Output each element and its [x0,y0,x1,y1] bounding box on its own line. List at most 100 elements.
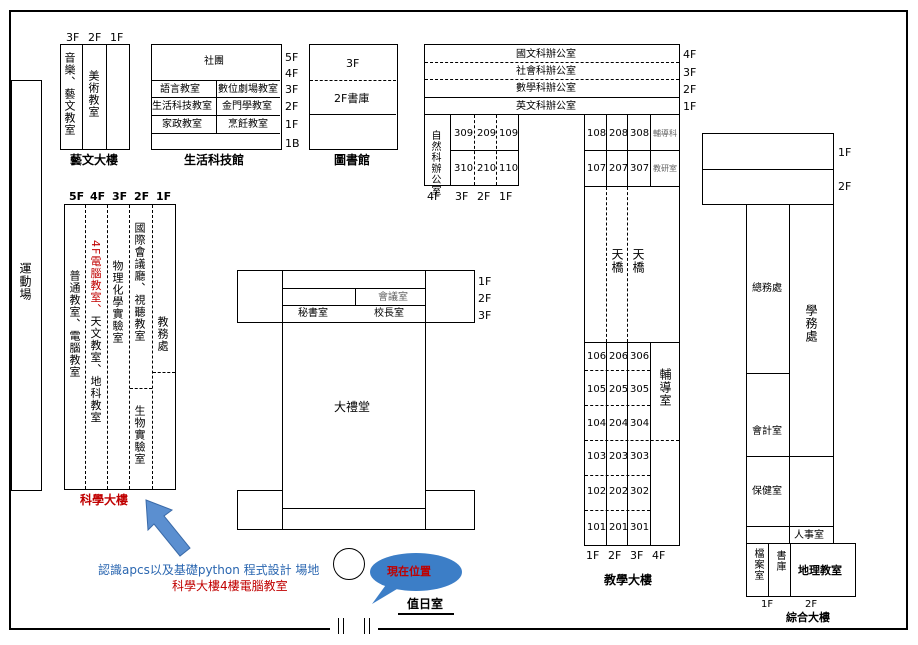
room-106[interactable]: 106 [587,351,607,362]
arrow-icon [145,499,191,557]
art-room[interactable]: 美術教室 [87,70,100,118]
campus-border [9,10,908,630]
academic-affairs-office[interactable]: 教務處 [156,316,169,352]
principal-office[interactable]: 校長室 [374,308,404,319]
general-affairs-office[interactable]: 總務處 [752,283,782,294]
room-201[interactable]: 201 [609,522,629,533]
composite-main[interactable] [746,204,834,544]
chinese-office[interactable]: 國文科辦公室 [516,49,576,60]
room-103[interactable]: 103 [587,451,607,462]
course-note: 認識apcs以及基礎python 程式設計 場地 [98,563,320,577]
arts-building[interactable] [60,44,130,150]
sci-floor-2f: 2F [134,190,150,203]
room-110[interactable]: 110 [499,163,519,174]
course-location-note: 科學大樓4樓電腦教室 [172,579,288,593]
counsel-office[interactable]: 輔導科 [653,129,677,138]
current-location-label: 現在位置 [387,565,431,578]
tower-floor-3f: 3F [630,549,644,562]
room-104[interactable]: 104 [587,418,607,429]
room-308[interactable]: 308 [630,128,650,139]
office-floor-3f: 3F [683,66,697,79]
auditorium-floor-3f: 3F [478,309,492,322]
room-107[interactable]: 107 [587,163,607,174]
sci-floor-5f: 5F [69,190,85,203]
room-310[interactable]: 310 [454,163,474,174]
geography-room[interactable]: 地理教室 [798,564,842,577]
life-floor-5f: 5F [285,51,299,64]
science-building[interactable] [64,204,176,490]
room-105[interactable]: 105 [587,384,607,395]
astronomy-earth-rooms: 天文教室、地科教室 [89,315,102,424]
room-304[interactable]: 304 [630,418,650,429]
life-floor-3f: 3F [285,83,299,96]
nature-office[interactable]: 自然科辦公室 [429,130,440,196]
computer-lab-4f[interactable]: 4F電腦教室、天文教室、地科教室 [89,240,102,423]
sci-floor-4f: 4F [90,190,106,203]
meeting-room[interactable]: 會議室 [378,292,408,303]
room-202[interactable]: 202 [609,486,629,497]
room-306[interactable]: 306 [630,351,650,362]
bio-lab[interactable]: 生物實驗室 [133,405,146,465]
english-office[interactable]: 英文科辦公室 [516,101,576,112]
room-108[interactable]: 108 [587,128,607,139]
intl-conference-hall[interactable]: 國際會議廳、視聽教室 [133,222,146,342]
health-room[interactable]: 保健室 [752,486,782,497]
social-office[interactable]: 社會科辦公室 [516,66,576,77]
counseling-room[interactable]: 輔導室 [658,368,672,407]
skybridge-1[interactable]: 天橋 [610,248,624,274]
teaching-building-label: 教學大樓 [604,573,653,587]
room-207[interactable]: 207 [609,163,629,174]
math-office[interactable]: 數學科辦公室 [516,83,576,94]
wing-floor-2f: 2F [477,190,491,203]
tower-floor-4f: 4F [652,549,666,562]
room-102[interactable]: 102 [587,486,607,497]
archive-room[interactable]: 檔案室 [752,548,763,581]
language-room[interactable]: 語言教室 [160,84,200,95]
room-205[interactable]: 205 [609,384,629,395]
accounting-office[interactable]: 會計室 [752,426,782,437]
kinmen-room[interactable]: 金門學教室 [222,101,272,112]
duty-room[interactable]: 值日室 [398,597,454,615]
library-3f[interactable]: 3F [346,57,360,70]
student-affairs-office[interactable]: 學務處 [804,304,818,343]
teaching-research-room[interactable]: 教研室 [653,164,677,173]
storage-room[interactable]: 書庫 [774,550,785,572]
room-204[interactable]: 204 [609,418,629,429]
library-building[interactable] [309,44,398,150]
room-307[interactable]: 307 [630,163,650,174]
library-2f-stacks[interactable]: 2F書庫 [334,92,370,105]
room-206[interactable]: 206 [609,351,629,362]
composite-bottom-1f: 1F [761,599,774,610]
room-309[interactable]: 309 [454,128,474,139]
personnel-office[interactable]: 人事室 [794,530,824,541]
office-floor-2f: 2F [683,83,697,96]
room-203[interactable]: 203 [609,451,629,462]
room-305[interactable]: 305 [630,384,650,395]
phys-chem-lab[interactable]: 物理化學實驗室 [111,260,124,344]
room-209[interactable]: 209 [477,128,497,139]
room-208[interactable]: 208 [609,128,629,139]
sports-field[interactable] [11,80,42,491]
composite-bottom[interactable] [746,543,856,597]
room-101[interactable]: 101 [587,522,607,533]
club-room[interactable]: 社團 [204,56,224,67]
tech-room[interactable]: 生活科技教室 [152,101,212,112]
digital-theater-room[interactable]: 數位劇場教室 [218,84,278,95]
computer-lab-4f-label: 4F電腦教室、 [89,240,102,316]
arts-floor-2f: 2F [88,31,102,44]
auditorium-hall[interactable] [282,270,426,530]
current-location-bubble[interactable] [366,550,464,606]
room-109[interactable]: 109 [499,128,519,139]
room-302[interactable]: 302 [630,486,650,497]
skybridge-2[interactable]: 天橋 [631,248,645,274]
room-301[interactable]: 301 [630,522,650,533]
music-room[interactable]: 音樂、藝文教室 [63,52,76,136]
general-computer-rooms[interactable]: 普通教室、電腦教室 [68,270,81,378]
home-econ-room[interactable]: 家政教室 [162,119,202,130]
secretary-office[interactable]: 秘書室 [298,308,328,319]
cooking-room[interactable]: 烹飪教室 [228,119,268,130]
arts-floor-1f: 1F [110,31,124,44]
teaching-right-tower[interactable] [584,114,680,546]
room-210[interactable]: 210 [477,163,497,174]
room-303[interactable]: 303 [630,451,650,462]
